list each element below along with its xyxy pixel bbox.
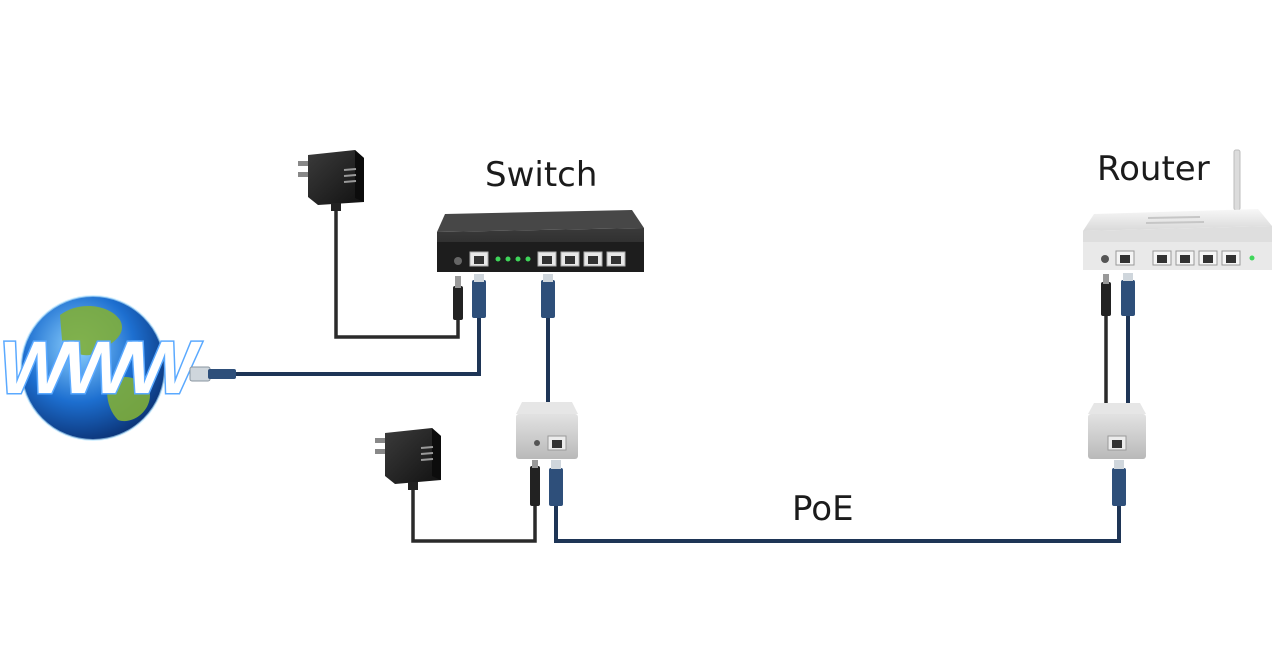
power-adapter-top xyxy=(298,150,364,211)
cables xyxy=(234,205,1130,543)
internet-ethernet-cable xyxy=(234,318,481,376)
internet-globe: WWW xyxy=(0,295,236,441)
switch-label: Switch xyxy=(485,155,598,195)
globe-rj45-plug xyxy=(189,366,236,382)
globe-label: WWW xyxy=(0,326,203,409)
poe-injector xyxy=(516,402,578,506)
globe-land xyxy=(60,305,150,422)
power-adapter-bottom xyxy=(375,428,441,490)
poe-splitter xyxy=(1088,403,1146,506)
switch-power-cable xyxy=(334,205,460,339)
poe-power-cable xyxy=(411,487,537,543)
network-switch xyxy=(437,210,644,320)
router-label: Router xyxy=(1097,149,1210,189)
wifi-router xyxy=(1083,149,1272,316)
poe-label: PoE xyxy=(792,489,854,529)
poe-ethernet-cable xyxy=(554,505,1121,543)
